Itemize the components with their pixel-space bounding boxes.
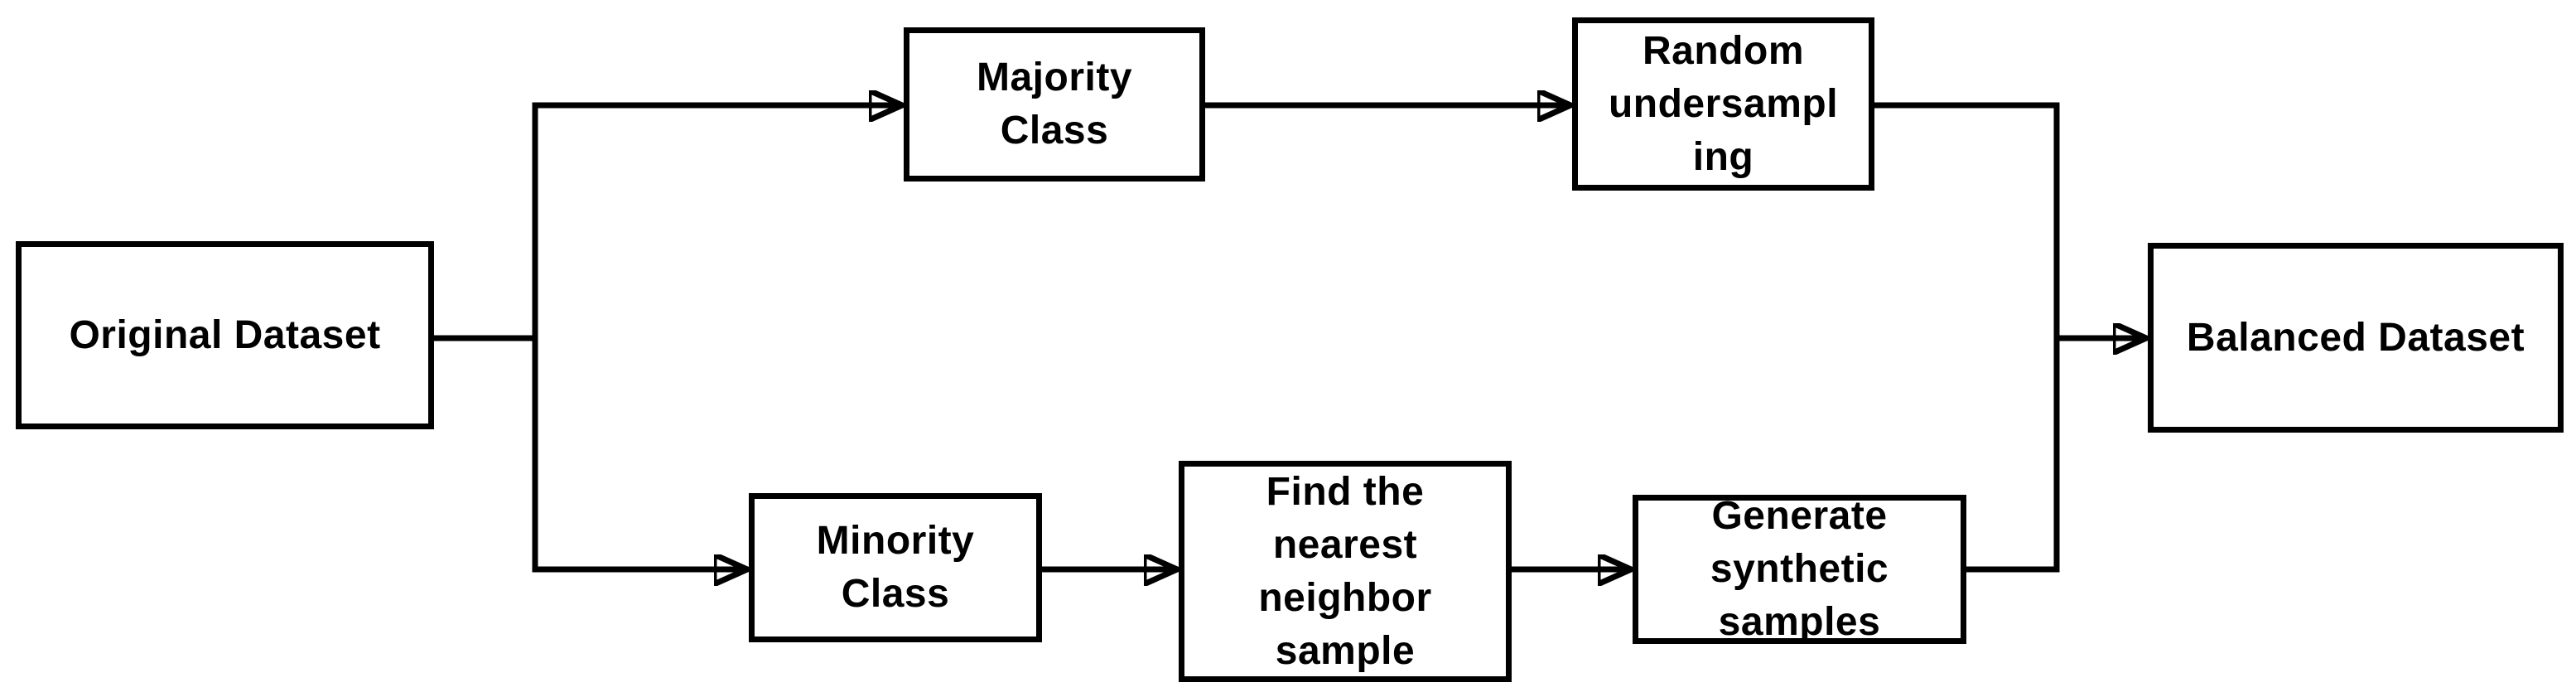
node-balanced-dataset: Balanced Dataset xyxy=(2148,243,2564,433)
node-original-dataset-label: Original Dataset xyxy=(69,312,381,357)
edge-generate-to-junction xyxy=(1966,338,2060,573)
edge-original-to-majority xyxy=(532,105,900,338)
edge-random-to-junction xyxy=(1874,102,2060,338)
node-original-dataset: Original Dataset xyxy=(16,241,434,429)
edge-original-to-minority xyxy=(532,338,745,569)
node-balanced-dataset-label: Balanced Dataset xyxy=(2186,315,2525,360)
